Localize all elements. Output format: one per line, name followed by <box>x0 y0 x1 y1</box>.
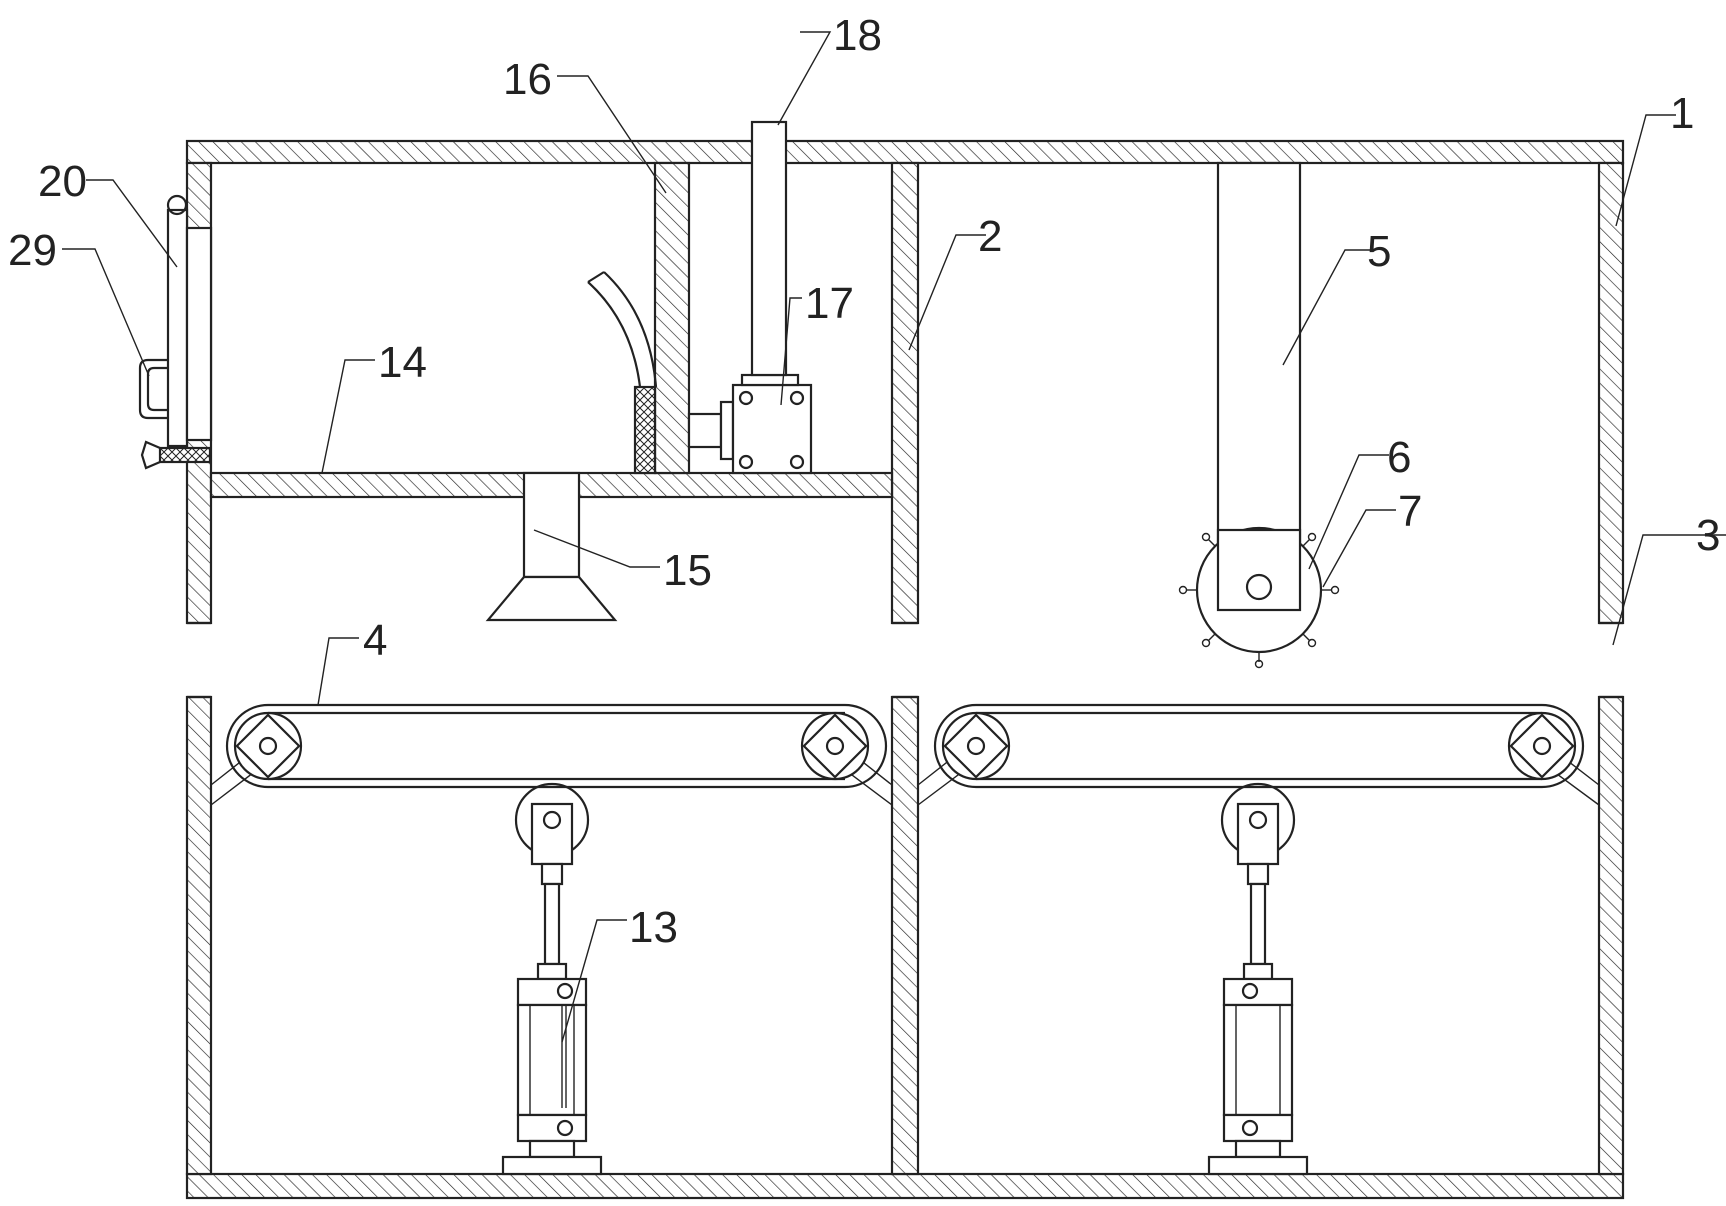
label-20: 20 <box>38 157 87 206</box>
cylinder-left <box>503 784 601 1174</box>
label-3: 3 <box>1696 511 1720 560</box>
label-7: 7 <box>1398 487 1422 536</box>
conveyor-right <box>918 705 1599 805</box>
outlet-tube <box>752 122 786 375</box>
pump <box>689 375 811 473</box>
label-16: 16 <box>503 55 552 104</box>
cylinder-right <box>1209 784 1307 1174</box>
label-2: 2 <box>978 212 1002 261</box>
label-13: 13 <box>629 903 678 952</box>
label-4: 4 <box>363 616 387 665</box>
label-18: 18 <box>833 11 882 60</box>
vertical-pipe <box>635 163 689 473</box>
label-15: 15 <box>663 546 712 595</box>
label-17: 17 <box>805 279 854 328</box>
hose <box>588 272 656 387</box>
label-14: 14 <box>378 338 427 387</box>
label-6: 6 <box>1387 433 1411 482</box>
label-1: 1 <box>1670 89 1694 138</box>
roller-with-studs <box>1180 528 1339 668</box>
label-29: 29 <box>8 226 57 275</box>
conveyor-left <box>211 705 892 805</box>
label-5: 5 <box>1367 227 1391 276</box>
door <box>142 196 211 468</box>
housing <box>187 141 1623 1198</box>
door-handle <box>140 360 168 418</box>
